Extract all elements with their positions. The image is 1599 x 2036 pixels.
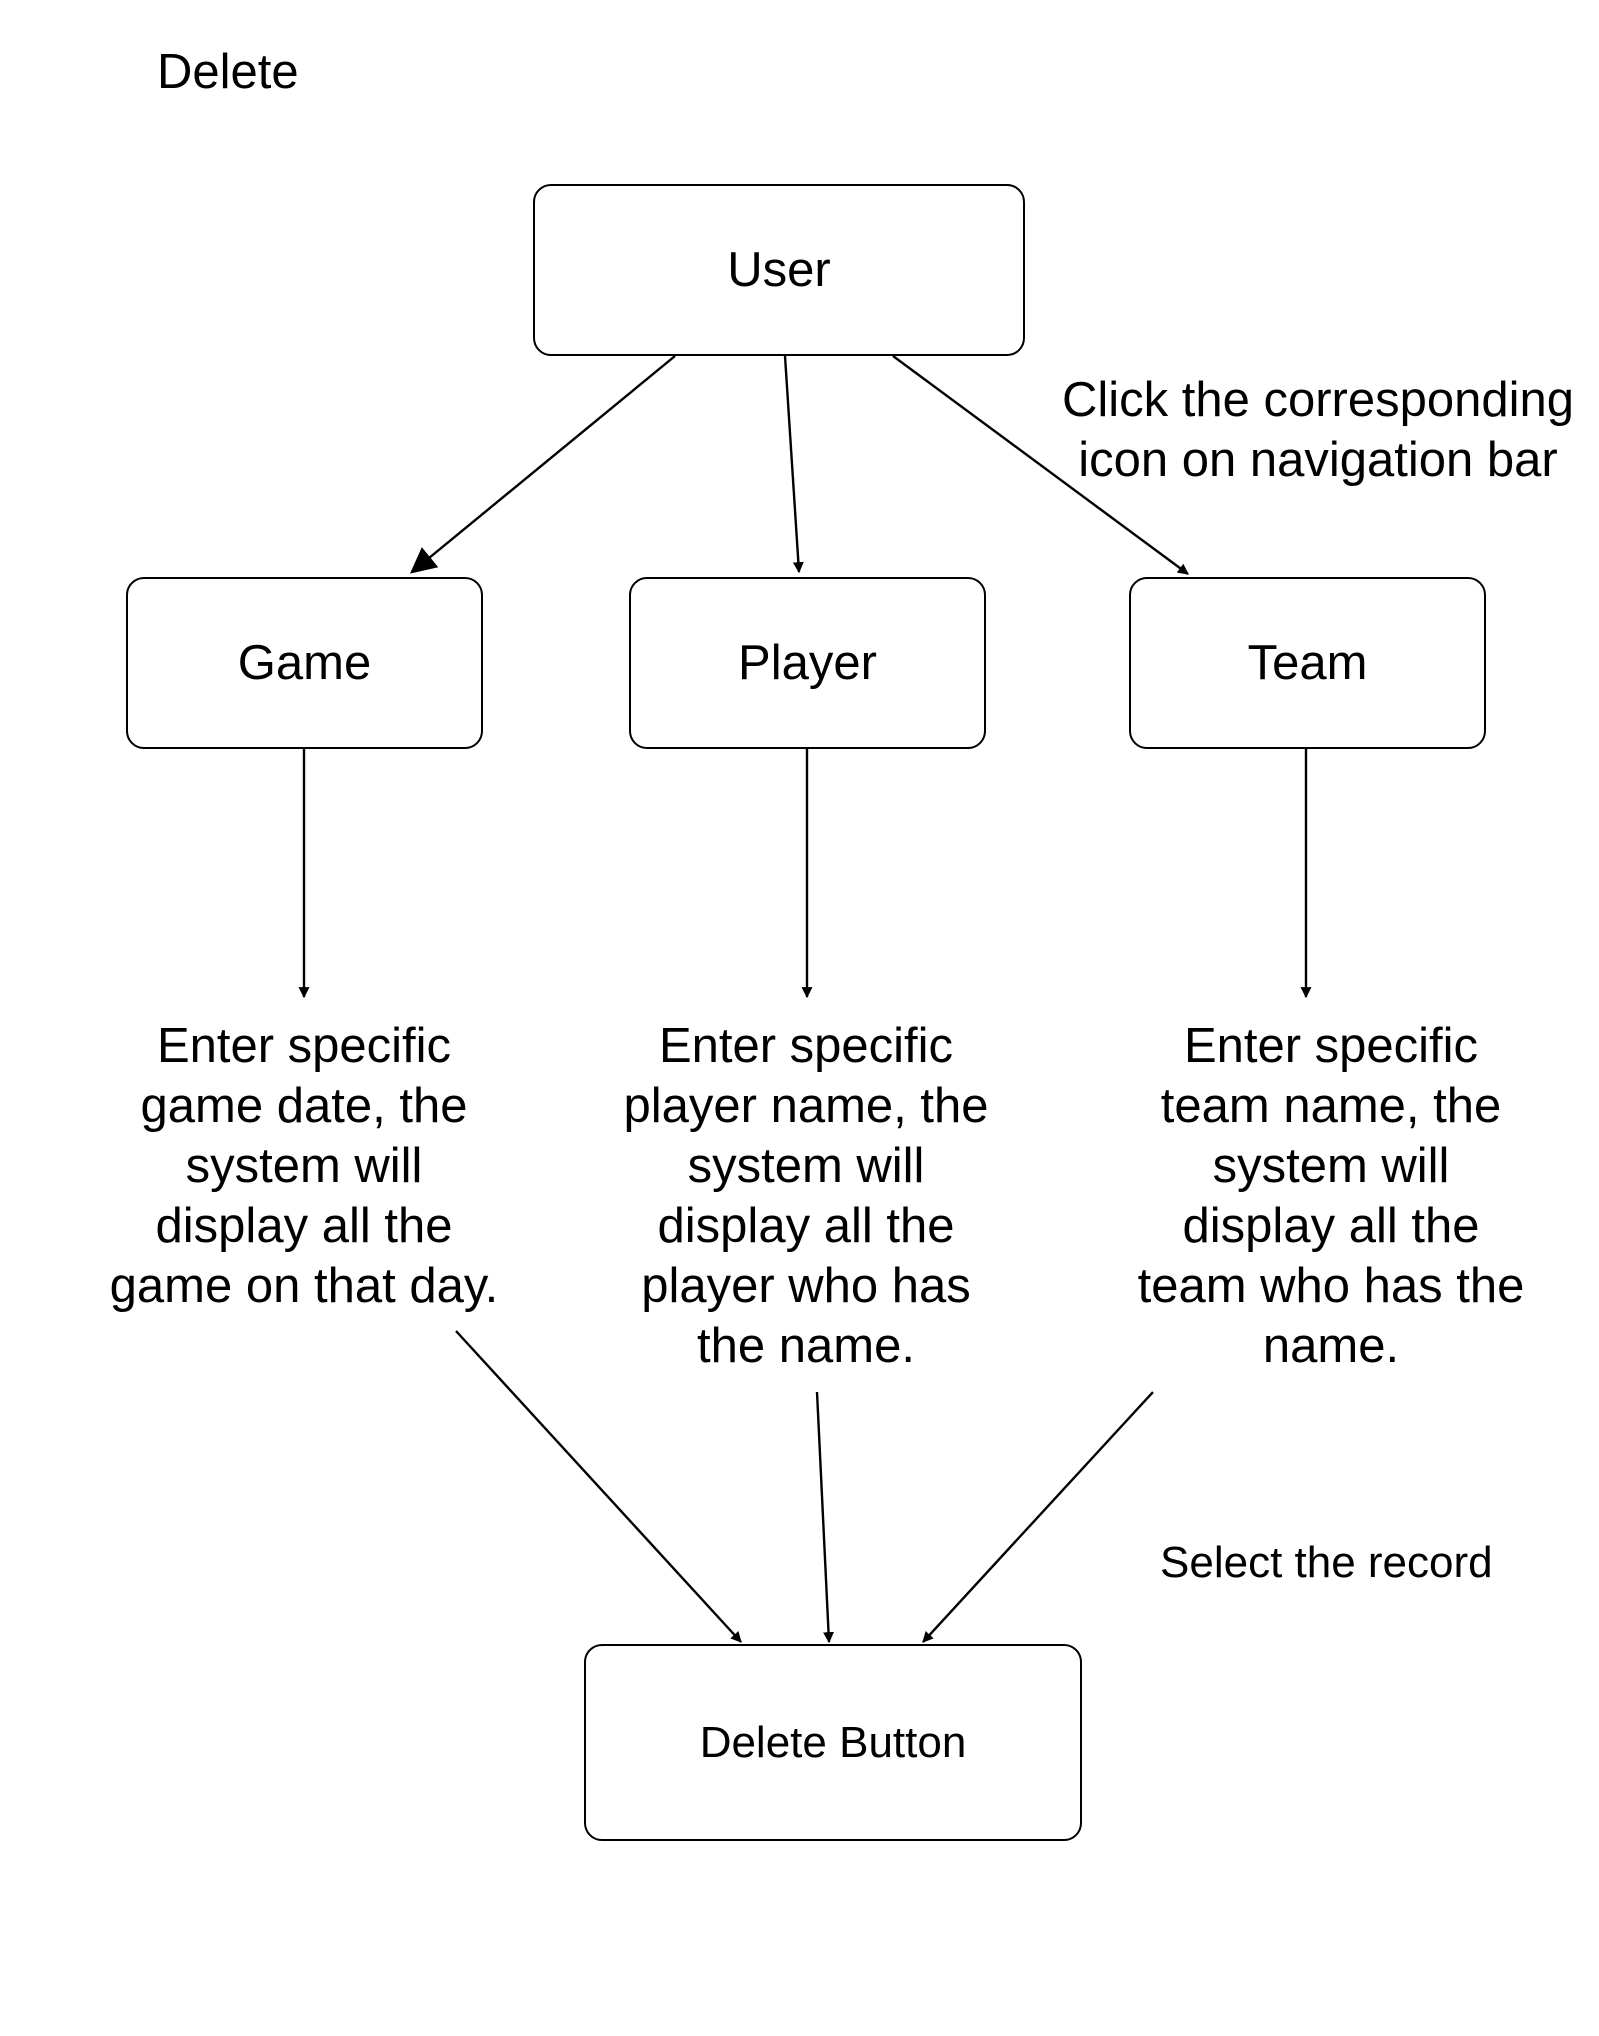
edge-user-game	[409, 355, 676, 574]
node-game-label: Game	[237, 635, 372, 690]
node-player: Player	[629, 577, 986, 749]
desc-player: Enter specific player name, the system w…	[623, 1019, 989, 1373]
edge-user-player	[783, 355, 804, 574]
edge-gamedesc-delete	[455, 1330, 742, 1643]
edge-user-team	[892, 355, 1189, 575]
node-game: Game	[126, 577, 483, 749]
node-user: User	[533, 184, 1025, 356]
diagram-title: Delete	[157, 45, 299, 99]
edge-playerdesc-delete	[815, 1391, 835, 1644]
node-delete-button: Delete Button	[584, 1644, 1082, 1841]
node-user-label: User	[727, 242, 831, 297]
node-team-label: Team	[1247, 635, 1368, 690]
node-team: Team	[1129, 577, 1486, 749]
node-player-label: Player	[738, 635, 877, 690]
edge-label-navigation: Click the corresponding icon on navigati…	[1061, 373, 1575, 487]
edge-label-select: Select the record	[1160, 1538, 1493, 1587]
desc-game: Enter specific game date, the system wil…	[109, 1019, 499, 1313]
desc-team: Enter specific team name, the system wil…	[1137, 1019, 1525, 1373]
edge-teamdesc-delete	[922, 1391, 1154, 1643]
node-delete-button-label: Delete Button	[699, 1717, 967, 1767]
